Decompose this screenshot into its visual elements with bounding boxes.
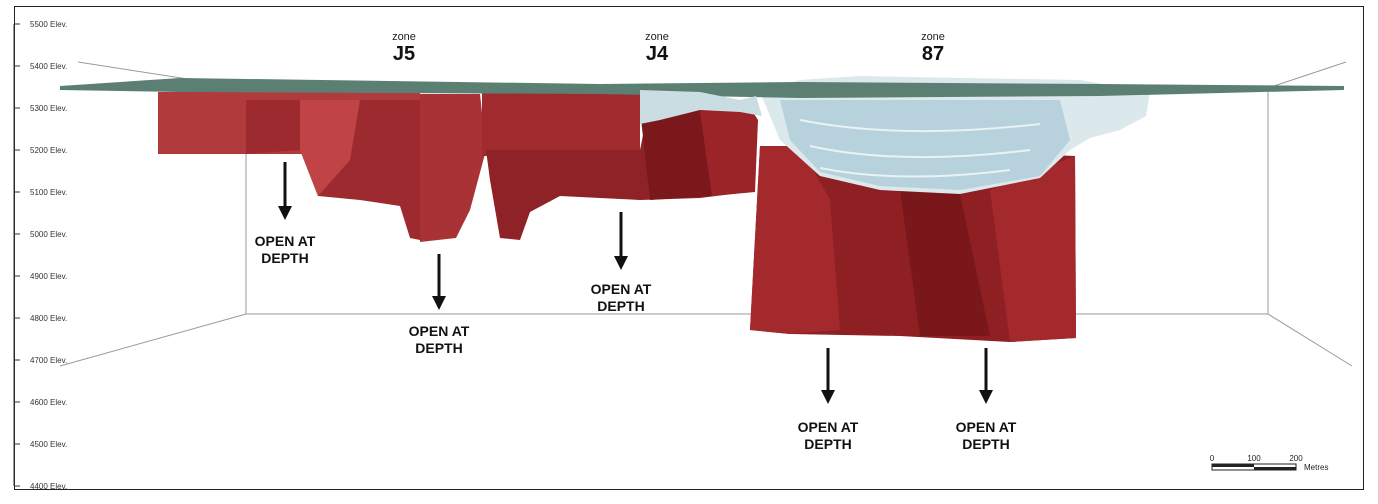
ore-body-87 [750, 146, 1076, 342]
scale-tick-200: 200 [1289, 454, 1303, 463]
down-arrow-icon [979, 390, 993, 404]
elevation-label: 5100 Elev. [30, 188, 67, 197]
down-arrow-icon [278, 206, 292, 220]
elevation-label: 5300 Elev. [30, 104, 67, 113]
down-arrow-icon [821, 390, 835, 404]
down-arrow-icon [432, 296, 446, 310]
pit-surface [60, 76, 1344, 194]
scale-tick-0: 0 [1210, 454, 1215, 463]
zone-name: J4 [646, 43, 669, 65]
elevation-label: 4700 Elev. [30, 356, 67, 365]
open-at-depth-line1: OPEN AT [255, 233, 316, 249]
elevation-label: 5000 Elev. [30, 230, 67, 239]
open-at-depth-line2: DEPTH [261, 250, 308, 266]
elevation-label: 5200 Elev. [30, 146, 67, 155]
elevation-label: 4900 Elev. [30, 272, 67, 281]
open-at-depth-line2: DEPTH [962, 436, 1009, 452]
scale-tick-100: 100 [1247, 454, 1261, 463]
elevation-label: 4400 Elev. [30, 482, 67, 491]
open-at-depth-line2: DEPTH [804, 436, 851, 452]
scale-unit: Metres [1304, 463, 1328, 472]
open-at-depth-line2: DEPTH [597, 298, 644, 314]
zone-prefix: zone [921, 31, 945, 43]
elevation-axis: 5500 Elev. 5400 Elev. 5300 Elev. 5200 Elev.… [13, 20, 67, 491]
open-at-depth-line1: OPEN AT [409, 323, 470, 339]
scale-bar: 0 100 200 Metres [1210, 454, 1329, 472]
zone-prefix: zone [645, 31, 669, 43]
zone-prefix: zone [392, 31, 416, 43]
elevation-label: 5500 Elev. [30, 20, 67, 29]
zone-name: J5 [393, 43, 415, 65]
open-at-depth-line1: OPEN AT [956, 419, 1017, 435]
zone-name: 87 [922, 43, 944, 65]
elevation-label: 4800 Elev. [30, 314, 67, 323]
open-at-depth-line2: DEPTH [415, 340, 462, 356]
elevation-label: 5400 Elev. [30, 62, 67, 71]
open-at-depth-line1: OPEN AT [798, 419, 859, 435]
elevation-label: 4600 Elev. [30, 398, 67, 407]
elevation-label: 4500 Elev. [30, 440, 67, 449]
open-at-depth-line1: OPEN AT [591, 281, 652, 297]
ore-body-j5-j4 [158, 90, 758, 242]
down-arrow-icon [614, 256, 628, 270]
